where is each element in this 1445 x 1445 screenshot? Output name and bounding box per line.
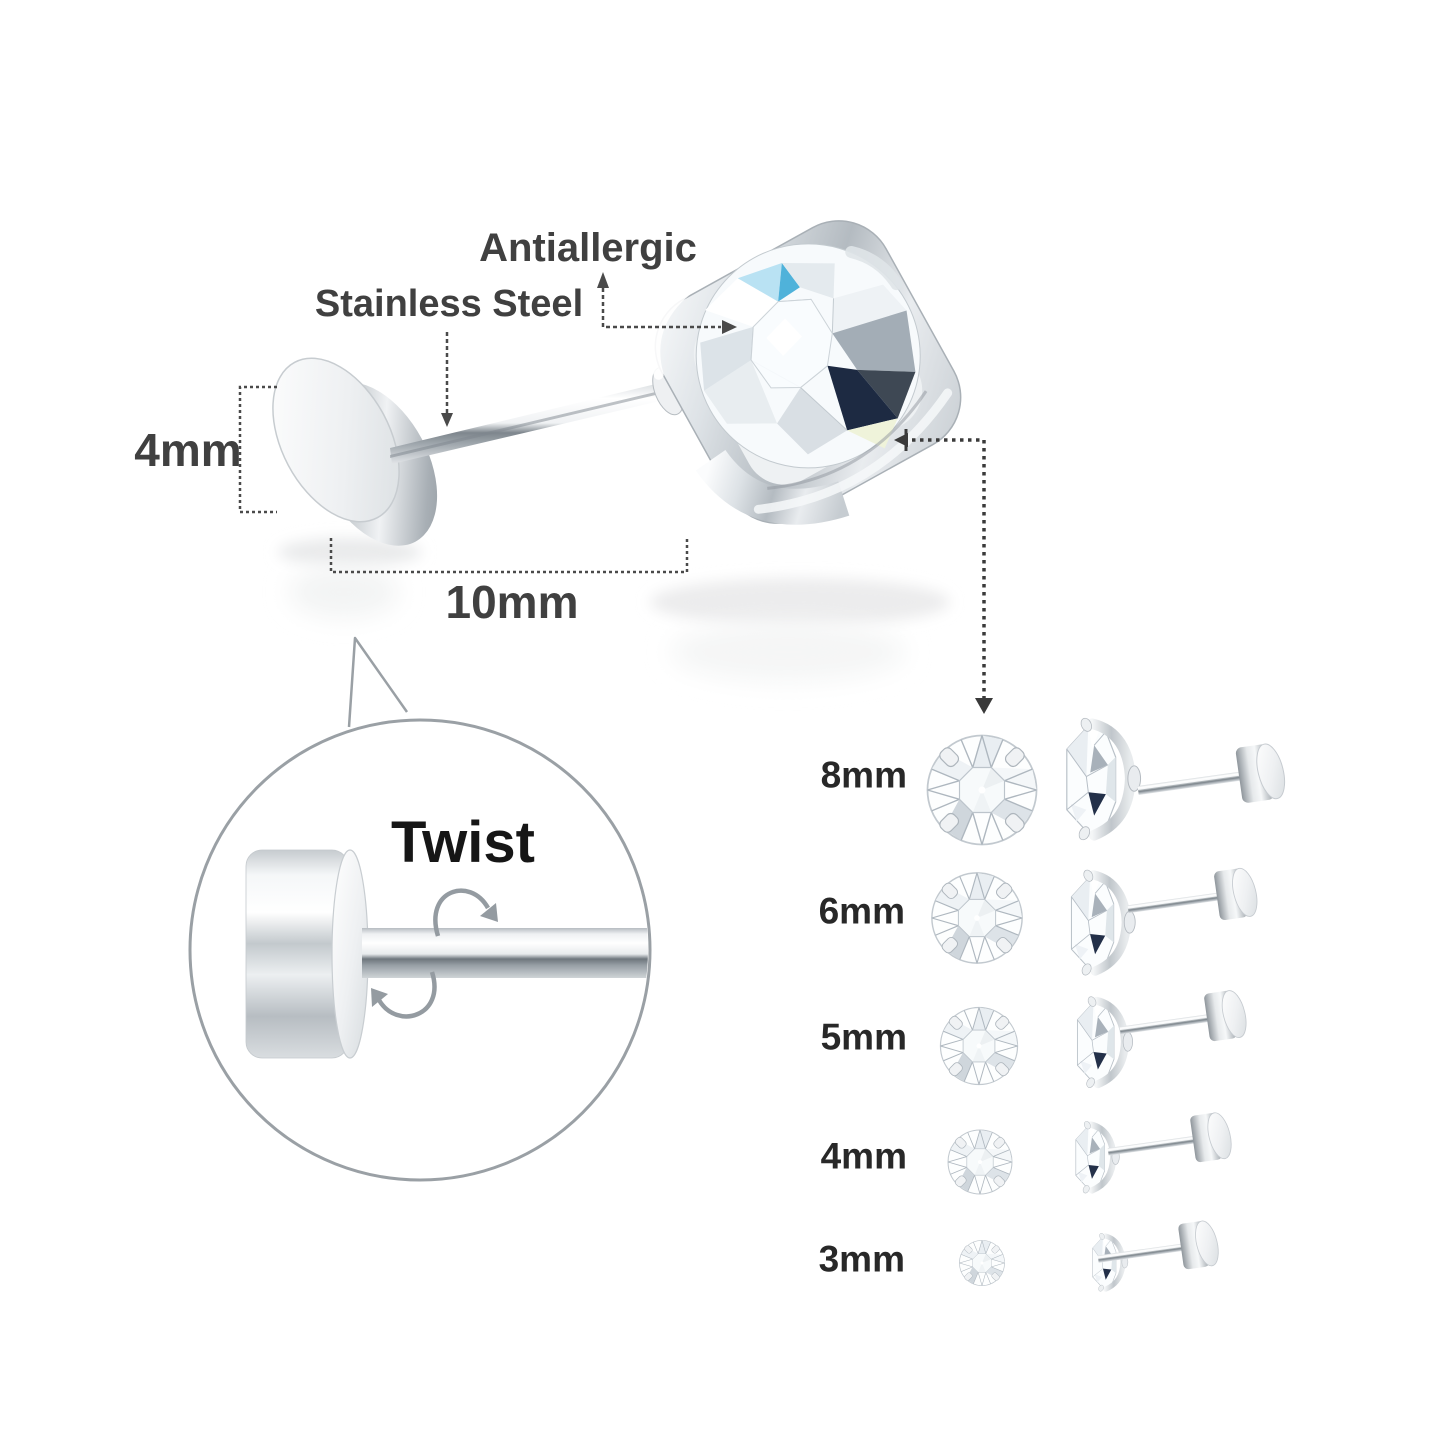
antiallergic-label: Antiallergic bbox=[479, 226, 697, 270]
stud-side-crystal-3mm bbox=[1093, 1232, 1128, 1292]
stud-post bbox=[390, 366, 697, 464]
gem-front-8mm bbox=[926, 734, 1038, 846]
size-row-4mm-graphics bbox=[947, 1109, 1237, 1195]
stud-side-crystal-5mm bbox=[1077, 995, 1132, 1088]
left-arrow-icon bbox=[894, 433, 908, 447]
back-height-bracket bbox=[238, 385, 277, 514]
dimension-annotations bbox=[238, 272, 993, 714]
size-label-5mm: 5mm bbox=[820, 1016, 907, 1058]
gem-size-pointer bbox=[894, 429, 993, 714]
stud-side-crystal-4mm bbox=[1076, 1120, 1120, 1194]
callout-tail bbox=[347, 636, 409, 728]
size-label-4mm: 4mm bbox=[820, 1135, 907, 1177]
size-row-6mm-graphics bbox=[931, 864, 1263, 977]
stud-side-post-5mm bbox=[1116, 986, 1252, 1056]
size-label-6mm: 6mm bbox=[818, 890, 905, 932]
up-arrow-icon bbox=[597, 272, 609, 288]
down-arrow-icon bbox=[441, 413, 453, 427]
stud-side-post-8mm bbox=[1133, 739, 1291, 820]
stud-side-post-4mm bbox=[1104, 1109, 1237, 1177]
down-arrow-icon bbox=[975, 698, 993, 714]
back-diameter-label: 4mm bbox=[134, 424, 242, 476]
callout-post bbox=[362, 928, 648, 978]
post-length-label: 10mm bbox=[445, 576, 579, 628]
gem-front-5mm bbox=[939, 1006, 1019, 1086]
gem-front-6mm bbox=[931, 872, 1023, 964]
antiallergic-connector bbox=[597, 272, 737, 334]
callout-disc bbox=[245, 849, 369, 1059]
size-row-5mm-graphics bbox=[939, 986, 1252, 1088]
gem-front-4mm bbox=[947, 1129, 1013, 1195]
crystal-head bbox=[650, 220, 962, 525]
stud-side-crystal-6mm bbox=[1071, 869, 1135, 977]
size-row-3mm-graphics bbox=[959, 1217, 1224, 1292]
stainless-steel-connector bbox=[441, 332, 453, 427]
size-row-8mm-graphics bbox=[926, 717, 1291, 846]
stainless-steel-label: Stainless Steel bbox=[314, 283, 584, 325]
rotation-arrows-icon bbox=[371, 888, 498, 1019]
post-length-bracket bbox=[329, 538, 689, 574]
size-label-8mm: 8mm bbox=[820, 754, 907, 796]
twist-callout bbox=[188, 636, 652, 1182]
gem-front-3mm bbox=[959, 1240, 1005, 1286]
right-arrow-icon bbox=[722, 320, 737, 334]
stud-back-disc bbox=[272, 357, 438, 546]
size-label-3mm: 3mm bbox=[818, 1238, 905, 1280]
twist-label: Twist bbox=[391, 810, 535, 875]
soft-shadows bbox=[278, 538, 950, 682]
crystal-facets bbox=[695, 243, 921, 469]
stud-side-post-6mm bbox=[1123, 864, 1263, 935]
stud-side-crystal-8mm bbox=[1067, 717, 1141, 842]
size-chart-graphics bbox=[926, 717, 1291, 1293]
